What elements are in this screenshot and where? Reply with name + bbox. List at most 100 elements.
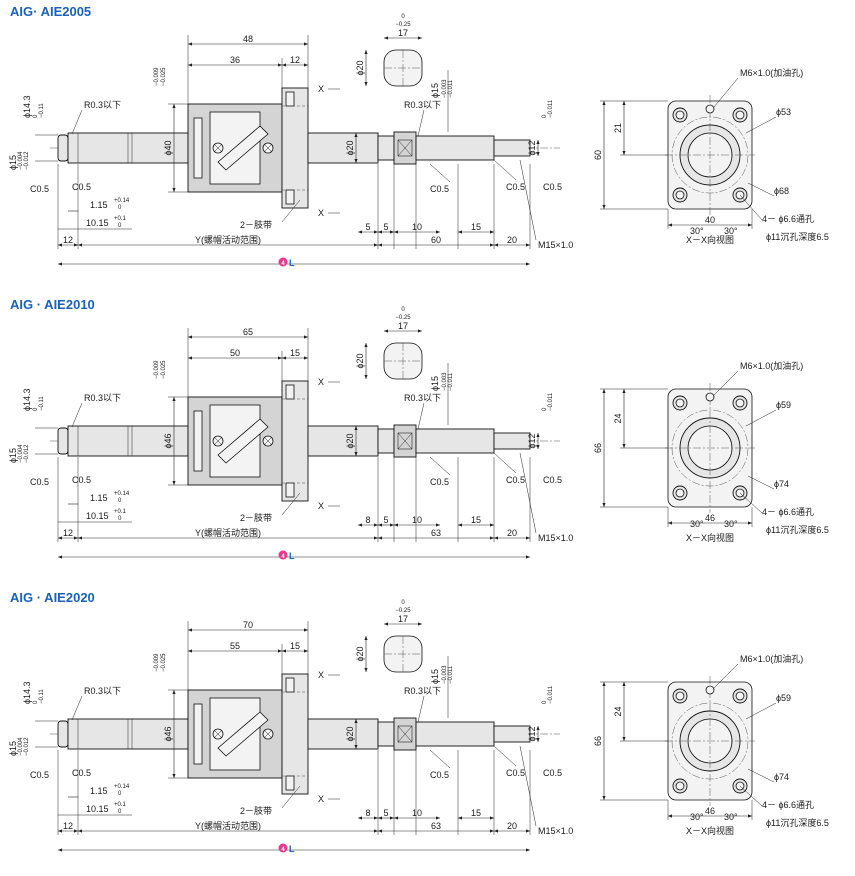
arrow-head: [374, 243, 378, 247]
leader-line: [71, 109, 83, 135]
arrow-head: [536, 445, 540, 449]
nut-slot: [193, 117, 203, 179]
dim-5: 5: [383, 808, 388, 818]
view-label: X－X向视图: [686, 532, 734, 543]
flat-tol-lower: −0.25: [395, 315, 411, 321]
hatch: [397, 432, 413, 450]
mounting-hole: [675, 398, 685, 408]
arrow-head: [304, 335, 308, 339]
arrow-head: [536, 152, 540, 156]
dim-115-tol-upper: +0.14: [114, 784, 130, 790]
oil-hole: [705, 104, 715, 114]
dia15-label: ϕ15: [430, 669, 440, 684]
arrow-head: [364, 636, 368, 640]
c05-label: C0.5: [506, 475, 525, 485]
arrow-head: [304, 356, 308, 360]
length-label: L: [289, 551, 295, 561]
mounting-hole: [675, 190, 685, 200]
nut-dia-dim: ϕ40: [163, 140, 173, 155]
c05-label: C0.5: [30, 477, 49, 487]
arrow-head: [748, 814, 752, 818]
nut-dia-tol-lower: −0.025: [161, 360, 167, 379]
lock-nut-flat: [397, 725, 413, 743]
nut-flange: [281, 673, 309, 795]
arrow-head: [622, 151, 626, 155]
lock-nut-flat: [397, 432, 413, 450]
arrow-head: [282, 63, 286, 67]
dia15-left-label: ϕ15: [8, 155, 18, 170]
arrow-head: [354, 159, 358, 163]
arrow-head: [278, 63, 282, 67]
oil-hole: [705, 685, 715, 695]
bracket-upper-dim: 21: [613, 123, 623, 133]
nut-dia-dim: ϕ46: [163, 726, 173, 741]
arrow-head: [304, 63, 308, 67]
length-label: L: [289, 844, 295, 854]
arrow-head: [74, 243, 78, 247]
c05-label: C0.5: [543, 475, 562, 485]
flat-tol-lower: −0.25: [395, 608, 411, 614]
c05-label: C0.5: [430, 184, 449, 194]
arrow-head: [418, 329, 422, 333]
shaft-end-left: [57, 427, 69, 455]
section-mark-top: X: [318, 670, 324, 680]
nut-body-dim: 50: [230, 348, 240, 358]
bracket-height-dim: 60: [593, 150, 603, 160]
flange-hole: [285, 482, 295, 498]
dim-12: 12: [63, 821, 73, 831]
arrow-head: [354, 719, 358, 723]
arrow-head: [526, 536, 530, 540]
leader-line: [493, 159, 517, 181]
arrow-head: [526, 555, 530, 559]
dia14-label: ϕ14.3: [22, 388, 32, 411]
c05-label: C0.5: [72, 475, 91, 485]
leader-line: [417, 402, 425, 430]
arrow-head: [536, 140, 540, 144]
arrow-head: [526, 262, 530, 266]
dim-1015-tol-upper: +0.1: [114, 802, 127, 808]
arrow-head: [748, 223, 752, 227]
arrow-head: [536, 433, 540, 437]
arrow-head: [458, 523, 462, 527]
seal-band-label: 2－肢带: [240, 512, 272, 523]
bracket-height-dim: 66: [593, 736, 603, 746]
dia14-tol-lower: −0.11: [39, 689, 45, 704]
seal-band-label: 2－肢带: [240, 219, 272, 230]
shaft-tip: [493, 725, 531, 743]
arrow-head: [458, 230, 462, 234]
arrow-head: [490, 829, 494, 833]
dia12-dim: ϕ12: [527, 140, 537, 155]
dim-y-range: Y(螺帽活动范围): [195, 820, 261, 831]
length-marker-icon: [278, 843, 288, 853]
nut-body-dim: 55: [230, 641, 240, 651]
lock-nut-flat: [397, 139, 413, 157]
nut-slot: [193, 410, 203, 472]
dia15-label: ϕ15: [430, 376, 440, 391]
arrow-head: [188, 335, 192, 339]
length-marker-icon: [278, 550, 288, 560]
angle-right: 30°: [724, 812, 738, 822]
length-marker-number: 4: [281, 847, 285, 853]
dim-1015-tol-upper: +0.1: [114, 216, 127, 222]
c05-label: C0.5: [30, 770, 49, 780]
outer-dia-label: ϕ68: [774, 186, 789, 196]
length-marker-icon: [278, 257, 288, 267]
leader-line: [281, 492, 301, 516]
arrow-head: [78, 829, 82, 833]
dia12-tol-lower: −0.011: [548, 99, 554, 118]
leader-line: [519, 452, 537, 534]
angle-left: 30°: [690, 519, 704, 529]
nut-dia-tol-upper: −0.009: [154, 360, 160, 379]
screw-shaft-right: [307, 425, 379, 457]
arrow-head: [74, 536, 78, 540]
dia15-left-tol-lower: −0.012: [24, 151, 30, 170]
arrow-head: [354, 452, 358, 456]
arrow-head: [278, 356, 282, 360]
arrow-head: [384, 329, 388, 333]
leader-line: [429, 456, 451, 476]
r03-right-label: R0.3以下: [404, 100, 441, 110]
arrow-head: [364, 50, 368, 54]
dim-5: 5: [383, 515, 388, 525]
arrow-head: [490, 230, 494, 234]
